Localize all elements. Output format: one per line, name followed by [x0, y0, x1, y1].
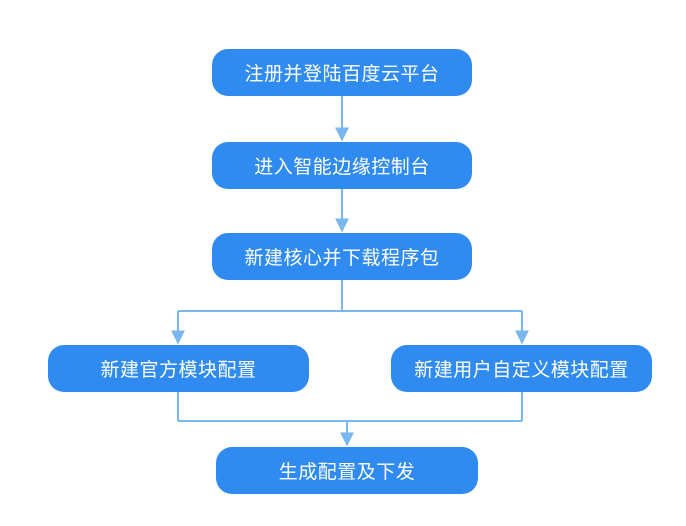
step-official-module-config-label: 新建官方模块配置	[100, 359, 257, 381]
step-official-module-config[interactable]: 新建官方模块配置	[48, 345, 309, 392]
step-generate-deploy-config-label: 生成配置及下发	[278, 461, 416, 483]
step-custom-module-config-label: 新建用户自定义模块配置	[414, 359, 629, 381]
step-custom-module-config[interactable]: 新建用户自定义模块配置	[391, 345, 652, 392]
step-create-core-download-label: 新建核心并下载程序包	[244, 247, 440, 269]
step-register-login[interactable]: 注册并登陆百度云平台	[212, 49, 472, 96]
step-enter-edge-console[interactable]: 进入智能边缘控制台	[212, 142, 472, 189]
step-register-login-label: 注册并登陆百度云平台	[244, 63, 440, 85]
step-enter-edge-console-label: 进入智能边缘控制台	[254, 156, 430, 178]
step-generate-deploy-config[interactable]: 生成配置及下发	[216, 447, 478, 494]
step-create-core-download[interactable]: 新建核心并下载程序包	[212, 233, 472, 280]
